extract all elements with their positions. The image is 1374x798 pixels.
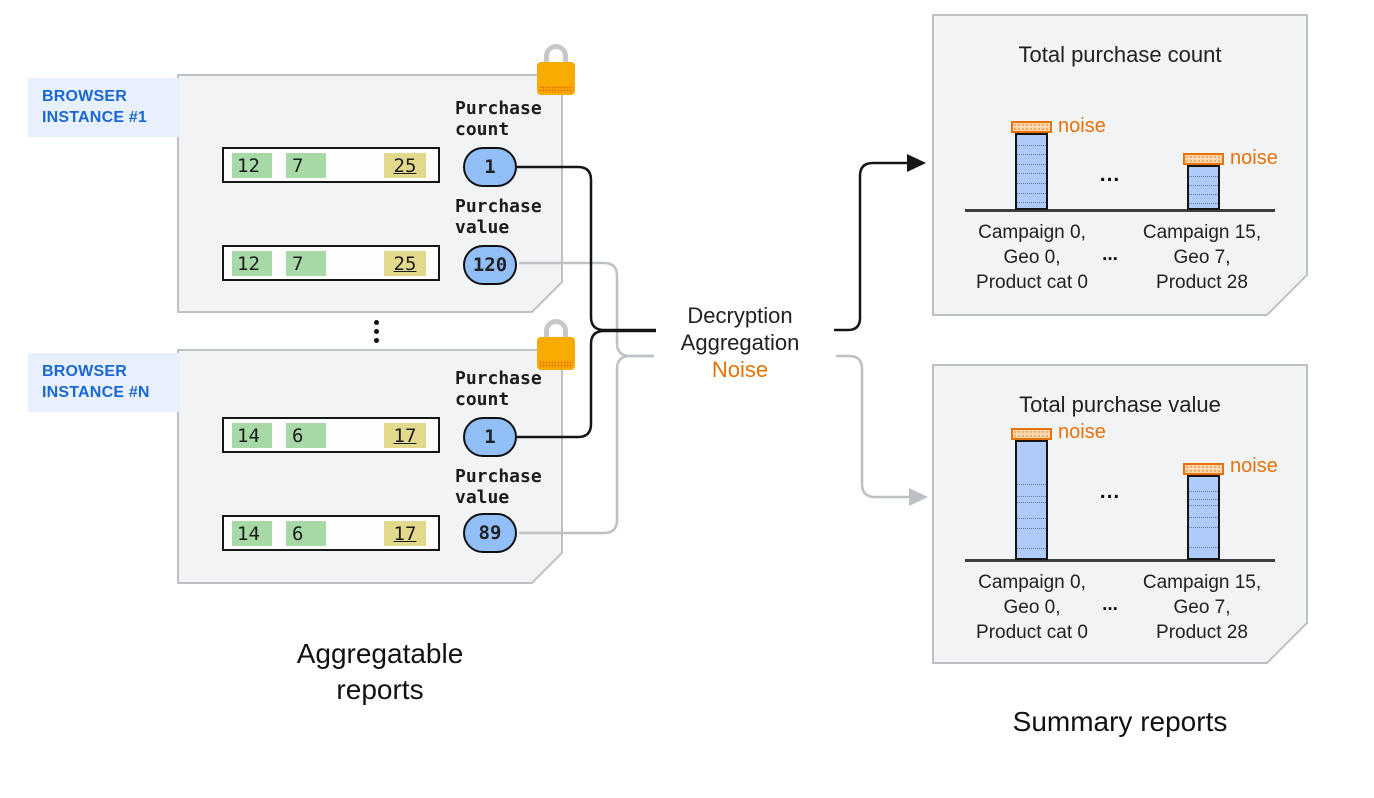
report-row: 12 7 25 (222, 147, 440, 183)
bar-value-campaign0 (1015, 440, 1048, 560)
noise-label: noise (1058, 421, 1106, 443)
chart-title-value: Total purchase value (1019, 392, 1221, 417)
noise-cap (1183, 463, 1224, 475)
purchase-value-value: 89 (463, 513, 517, 553)
browser-instance-n-label: BROWSER INSTANCE #N (28, 353, 180, 412)
bucket-cell-green: 6 (286, 521, 326, 546)
noise-label: noise (1230, 147, 1278, 169)
browser-instance-1-label: BROWSER INSTANCE #1 (28, 78, 180, 137)
bucket-cell-yellow: 17 (384, 423, 426, 448)
report-row: 14 6 17 (222, 515, 440, 551)
bar-count-campaign15 (1187, 165, 1220, 210)
lock-body (537, 62, 575, 95)
x-label-campaign15: Campaign 15, Geo 7, Product 28 (1142, 222, 1262, 293)
aggregation-step: Aggregation (680, 330, 800, 355)
purchase-value-label: Purchase value (455, 466, 542, 508)
x-label-campaign15: Campaign 15, Geo 7, Product 28 (1142, 572, 1262, 643)
count-flow-line-n (517, 329, 656, 439)
bucket-cell-green: 12 (232, 153, 272, 178)
value-flow-line-n (519, 354, 654, 535)
chart-title-count: Total purchase count (1018, 42, 1222, 67)
bar-value-campaign15 (1187, 475, 1220, 560)
lock-body (537, 337, 575, 370)
ellipsis-bars: ... (1099, 163, 1121, 186)
lock-icon (537, 44, 575, 95)
lock-shackle (544, 319, 568, 341)
ellipsis-labels: ... (1102, 594, 1118, 615)
purchase-value-label: Purchase value (455, 196, 542, 238)
bucket-cell-green: 14 (232, 423, 272, 448)
lock-shackle (544, 44, 568, 66)
purchase-count-label: Purchase count (455, 368, 542, 410)
purchase-count-label: Purchase count (455, 98, 542, 140)
purchase-count-value: 1 (463, 147, 517, 187)
bucket-cell-green: 6 (286, 423, 326, 448)
noise-cap (1183, 153, 1224, 165)
value-flow-line-out (836, 354, 909, 499)
bucket-cell-yellow: 17 (384, 521, 426, 546)
value-flow-arrow-icon (909, 488, 928, 506)
report-row: 12 7 25 (222, 245, 440, 281)
purchase-value-value: 120 (463, 245, 517, 285)
count-flow-line-out (834, 161, 907, 332)
lock-icon (537, 319, 575, 370)
x-axis (965, 209, 1275, 212)
noise-cap (1011, 428, 1052, 440)
ellipsis-labels: ... (1102, 244, 1118, 265)
x-label-campaign0: Campaign 0, Geo 0, Product cat 0 (976, 222, 1088, 293)
noise-label: noise (1058, 115, 1106, 137)
noise-cap (1011, 121, 1052, 133)
noise-label: noise (1230, 455, 1278, 477)
ellipsis-bars: ... (1099, 480, 1121, 503)
process-steps: Decryption Aggregation Noise (650, 302, 830, 383)
summary-card-count (932, 14, 1308, 316)
bucket-cell-yellow: 25 (384, 153, 426, 178)
count-flow-line-1 (517, 165, 656, 332)
purchase-count-value: 1 (463, 417, 517, 457)
x-axis (965, 559, 1275, 562)
x-label-campaign0: Campaign 0, Geo 0, Product cat 0 (976, 572, 1088, 643)
bar-count-campaign0 (1015, 133, 1048, 210)
decryption-step: Decryption (687, 303, 793, 328)
count-flow-arrow-icon (907, 154, 926, 172)
ellipsis-vertical-icon (374, 320, 379, 347)
bucket-cell-green: 7 (286, 153, 326, 178)
noise-step: Noise (711, 357, 769, 382)
aggregatable-reports-caption: Aggregatable reports (296, 638, 464, 705)
bucket-cell-green: 14 (232, 521, 272, 546)
report-row: 14 6 17 (222, 417, 440, 453)
bucket-cell-green: 12 (232, 251, 272, 276)
bucket-cell-yellow: 25 (384, 251, 426, 276)
bucket-cell-green: 7 (286, 251, 326, 276)
value-flow-line-1 (519, 261, 654, 358)
summary-reports-caption: Summary reports (1012, 706, 1228, 737)
